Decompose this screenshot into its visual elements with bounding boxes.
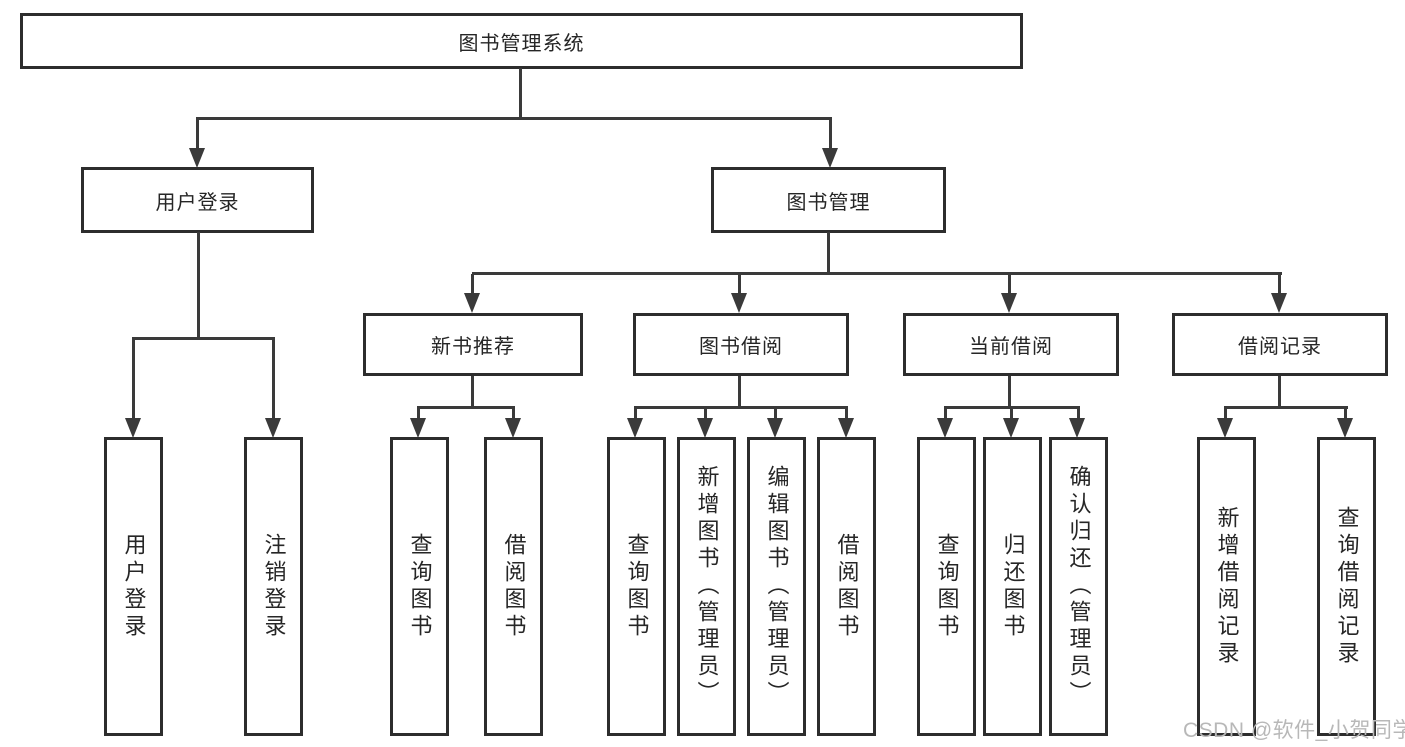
arrowhead-borrow-leaf3-icon xyxy=(767,418,783,438)
arrowhead-recommend-leaf2-icon xyxy=(505,418,521,438)
arrowhead-current-leaf1-icon xyxy=(937,418,953,438)
connector-book-management-stem xyxy=(827,232,830,275)
leaf-add-borrow-record-label: 新增借阅记录 xyxy=(1214,505,1240,668)
leaf-logout: 注销登录 xyxy=(244,437,303,736)
leaf-user-login: 用户登录 xyxy=(104,437,163,736)
connector-to-book-borrow xyxy=(738,274,741,294)
arrowhead-borrow-leaf2-icon xyxy=(697,418,713,438)
leaf-return-books-label: 归还图书 xyxy=(1000,532,1026,641)
arrowhead-to-new-book-recommend-icon xyxy=(464,293,480,313)
leaf-edit-books-admin: 编辑图书（管理员） xyxy=(747,437,806,736)
leaf-query-books-borrow: 查询图书 xyxy=(607,437,666,736)
node-current-borrow: 当前借阅 xyxy=(903,313,1119,376)
arrowhead-borrow-leaf4-icon xyxy=(838,418,854,438)
connector-to-leaf-logout xyxy=(272,339,275,419)
leaf-query-books-current-label: 查询图书 xyxy=(934,532,960,641)
arrowhead-records-leaf2-icon xyxy=(1337,418,1353,438)
connector-to-current-borrow xyxy=(1008,274,1011,294)
node-user-login-label: 用户登录 xyxy=(155,191,240,214)
leaf-add-books-admin-label: 新增图书（管理员） xyxy=(694,465,720,708)
connector-borrow-bar xyxy=(634,406,848,409)
connector-recommend-stem xyxy=(471,376,474,409)
csdn-watermark: CSDN @软件_小贺同学 xyxy=(1183,719,1405,742)
connector-records-stem xyxy=(1278,376,1281,409)
connector-current-leaf2 xyxy=(1010,408,1013,419)
connector-current-leaf3 xyxy=(1077,408,1080,419)
connector-to-borrow-records xyxy=(1278,274,1281,294)
node-library-system: 图书管理系统 xyxy=(20,13,1023,69)
connector-to-user-login xyxy=(196,119,199,149)
arrowhead-current-leaf3-icon xyxy=(1069,418,1085,438)
node-user-login: 用户登录 xyxy=(81,167,314,233)
connector-borrow-leaf4 xyxy=(845,408,848,419)
connector-current-bar xyxy=(944,406,1080,409)
arrowhead-current-leaf2-icon xyxy=(1003,418,1019,438)
leaf-query-books-current: 查询图书 xyxy=(917,437,976,736)
arrowhead-recommend-leaf1-icon xyxy=(410,418,426,438)
arrowhead-to-borrow-records-icon xyxy=(1271,293,1287,313)
arrowhead-to-book-borrow-icon xyxy=(731,293,747,313)
node-library-system-label: 图书管理系统 xyxy=(458,32,585,55)
leaf-borrow-books-borrow: 借阅图书 xyxy=(817,437,876,736)
arrowhead-to-leaf-user-login-icon xyxy=(125,418,141,438)
leaf-query-borrow-record: 查询借阅记录 xyxy=(1317,437,1376,736)
leaf-borrow-books-recommend-label: 借阅图书 xyxy=(501,532,527,641)
connector-recommend-leaf1 xyxy=(417,408,420,419)
arrowhead-to-user-login-icon xyxy=(189,148,205,168)
node-new-book-recommend: 新书推荐 xyxy=(363,313,583,376)
leaf-query-books-recommend-label: 查询图书 xyxy=(407,532,433,641)
connector-borrow-leaf1 xyxy=(634,408,637,419)
leaf-confirm-return-admin: 确认归还（管理员） xyxy=(1049,437,1108,736)
arrowhead-records-leaf1-icon xyxy=(1217,418,1233,438)
leaf-user-login-label: 用户登录 xyxy=(121,532,147,641)
leaf-borrow-books-recommend: 借阅图书 xyxy=(484,437,543,736)
leaf-borrow-books-borrow-label: 借阅图书 xyxy=(834,532,860,641)
leaf-add-borrow-record: 新增借阅记录 xyxy=(1197,437,1256,736)
leaf-query-books-recommend: 查询图书 xyxy=(390,437,449,736)
connector-recommend-leaf2 xyxy=(512,408,515,419)
node-current-borrow-label: 当前借阅 xyxy=(969,336,1053,358)
connector-borrow-leaf3 xyxy=(774,408,777,419)
connector-to-book-management xyxy=(829,119,832,149)
connector-records-leaf2 xyxy=(1344,408,1347,419)
leaf-return-books: 归还图书 xyxy=(983,437,1042,736)
connector-to-leaf-user-login xyxy=(132,339,135,419)
leaf-add-books-admin: 新增图书（管理员） xyxy=(677,437,736,736)
connector-to-new-book-recommend xyxy=(471,274,474,294)
node-borrow-records: 借阅记录 xyxy=(1172,313,1388,376)
leaf-query-books-borrow-label: 查询图书 xyxy=(624,532,650,641)
connector-records-bar xyxy=(1224,406,1348,409)
node-book-management-label: 图书管理 xyxy=(786,191,871,214)
connector-borrow-stem xyxy=(738,376,741,409)
connector-user-login-stem xyxy=(197,232,200,340)
leaf-query-borrow-record-label: 查询借阅记录 xyxy=(1334,505,1360,668)
node-book-management: 图书管理 xyxy=(711,167,946,233)
node-book-borrow: 图书借阅 xyxy=(633,313,849,376)
connector-records-leaf1 xyxy=(1224,408,1227,419)
arrowhead-to-current-borrow-icon xyxy=(1001,293,1017,313)
arrowhead-to-leaf-logout-icon xyxy=(265,418,281,438)
connector-user-login-bar xyxy=(132,337,275,340)
connector-current-stem xyxy=(1008,376,1011,409)
node-book-borrow-label: 图书借阅 xyxy=(699,336,783,358)
node-borrow-records-label: 借阅记录 xyxy=(1238,336,1322,358)
connector-recommend-bar xyxy=(417,406,515,409)
arrowhead-borrow-leaf1-icon xyxy=(627,418,643,438)
connector-root-bar xyxy=(196,117,832,120)
arrowhead-to-book-management-icon xyxy=(822,148,838,168)
leaf-logout-label: 注销登录 xyxy=(261,532,287,641)
leaf-edit-books-admin-label: 编辑图书（管理员） xyxy=(764,465,790,708)
connector-root-stem xyxy=(519,68,522,120)
connector-current-leaf1 xyxy=(944,408,947,419)
connector-book-management-bar xyxy=(472,272,1282,275)
node-new-book-recommend-label: 新书推荐 xyxy=(431,336,515,358)
leaf-confirm-return-admin-label: 确认归还（管理员） xyxy=(1066,465,1092,708)
connector-borrow-leaf2 xyxy=(704,408,707,419)
